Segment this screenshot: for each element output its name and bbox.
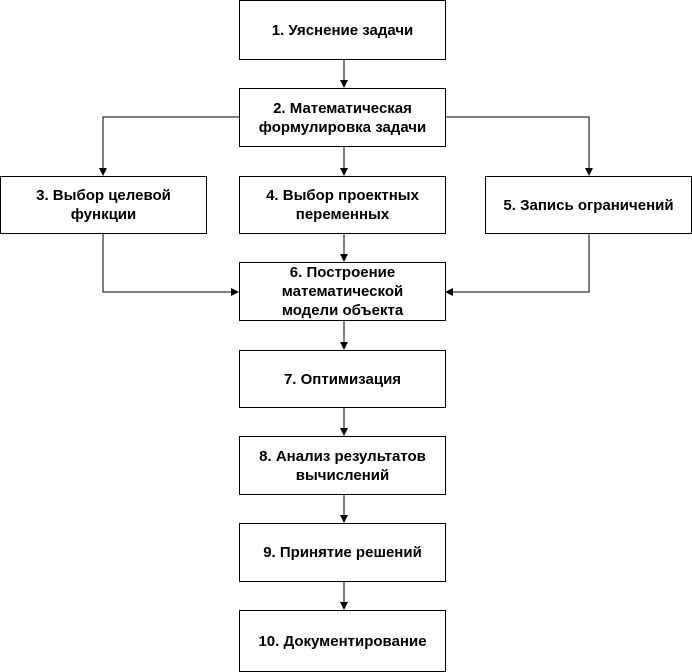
step-4-label: 4. Выбор проектных переменных	[266, 187, 419, 223]
step-2-box: 2. Математическая формулировка задачи	[239, 88, 446, 147]
step-5-label: 5. Запись ограничений	[503, 196, 674, 214]
step-8-label: 8. Анализ результатов вычислений	[259, 447, 426, 484]
step-7-box: 7. Оптимизация	[239, 350, 446, 408]
step-4-box: 4. Выбор проектных переменных	[239, 176, 446, 234]
step-3-label: 3. Выбор целевой функции	[36, 187, 171, 223]
arrow-5-to-6	[445, 234, 590, 296]
arrow-2-to-3	[99, 116, 239, 176]
step-3-box: 3. Выбор целевой функции	[0, 176, 207, 234]
step-5-box: 5. Запись ограничений	[485, 176, 692, 234]
step-2-label: 2. Математическая формулировка задачи	[258, 99, 427, 136]
step-6-label: 6. Построение математической модели объе…	[281, 264, 404, 319]
arrow-2-to-5	[445, 116, 593, 176]
step-9-label: 9. Принятие решений	[263, 544, 422, 561]
arrow-3-to-6	[102, 234, 239, 296]
step-1-box: 1. Уяснение задачи	[239, 0, 446, 60]
step-8-box: 8. Анализ результатов вычислений	[239, 436, 446, 495]
step-9-box: 9. Принятие решений	[239, 523, 446, 582]
step-7-label: 7. Оптимизация	[283, 370, 402, 388]
step-1-label: 1. Уяснение задачи	[271, 21, 414, 39]
step-10-label: 10. Документирование	[258, 632, 427, 650]
step-10-box: 10. Документирование	[239, 610, 446, 672]
step-6-box: 6. Построение математической модели объе…	[239, 262, 446, 321]
